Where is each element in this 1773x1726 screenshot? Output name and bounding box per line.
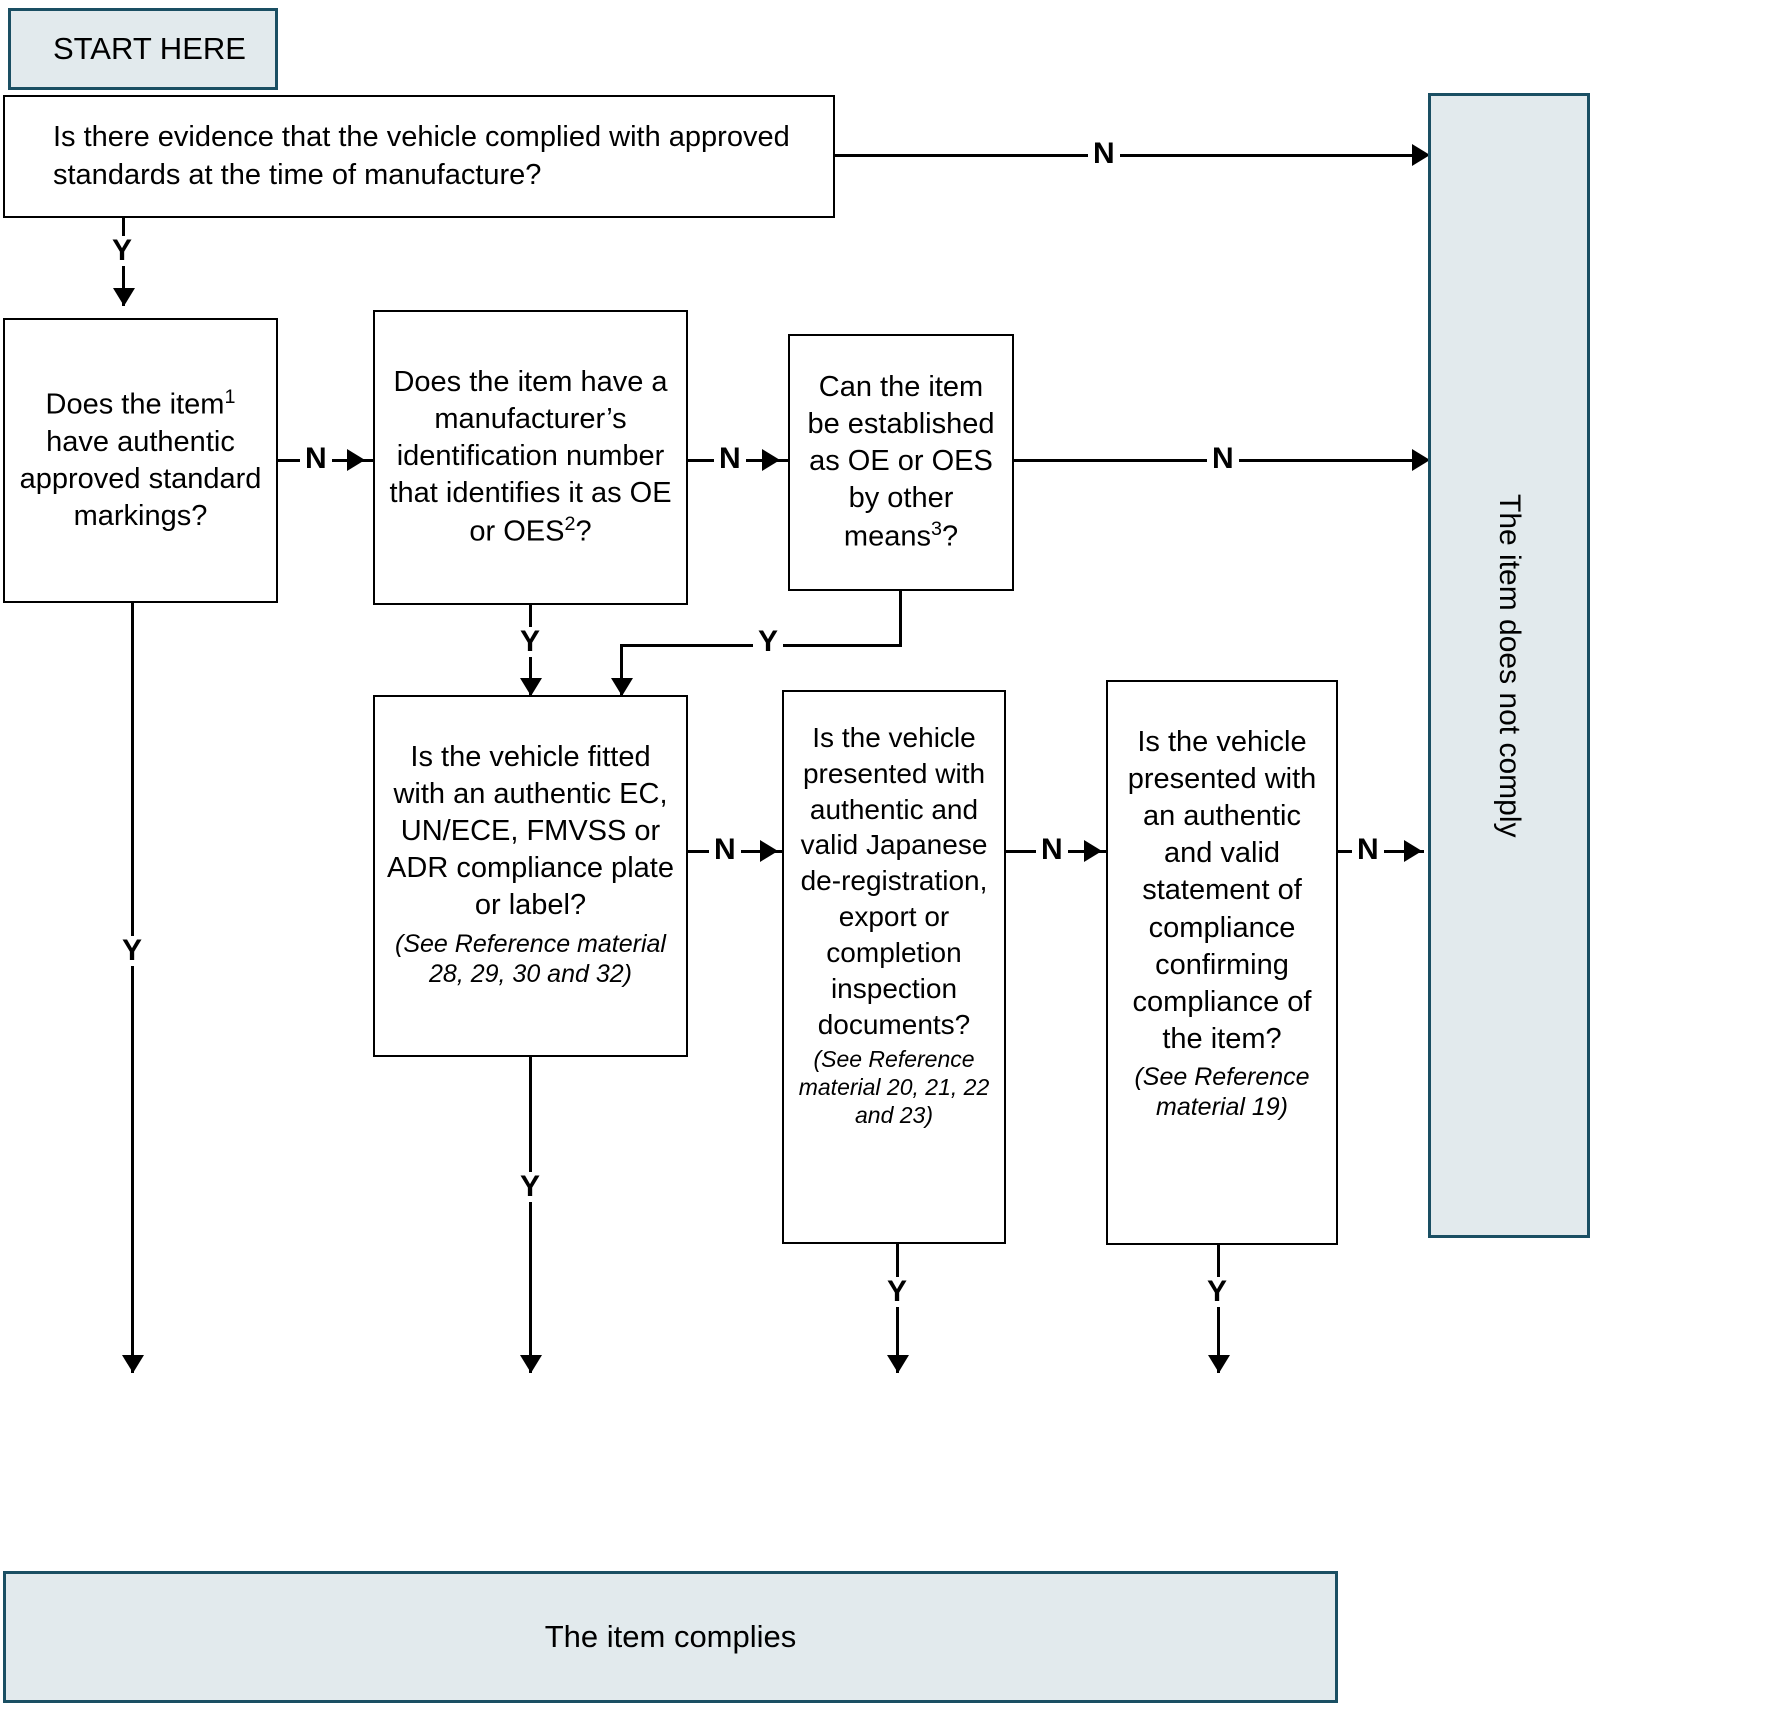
edge-q2-q4-line (529, 605, 532, 710)
edge-q5-pass-line (896, 1244, 899, 1373)
edge-label-q1-no: N (300, 444, 332, 474)
question-statement-of-compliance: Is the vehicle presented with an authent… (1106, 680, 1338, 1245)
edge-label-q6-yes: Y (1202, 1277, 1233, 1307)
terminal-item-does-not-comply-label: The item does not comply (1493, 493, 1527, 838)
question-japanese-documents: Is the vehicle presented with authentic … (782, 690, 1006, 1244)
edge-q4-pass-line (529, 1057, 532, 1373)
edge-q5-q6-arrowhead (1084, 840, 1102, 862)
footnote-marker-3: 3 (930, 518, 942, 541)
edge-q6-pass-line (1217, 1245, 1220, 1373)
question-evidence-at-manufacture-text: Is there evidence that the vehicle compl… (53, 121, 790, 191)
terminal-item-complies: The item complies (3, 1571, 1338, 1703)
footnote-marker-2: 2 (564, 513, 576, 536)
edge-label-q4-yes: Y (515, 1172, 546, 1202)
edge-q4-q5-arrowhead (760, 840, 778, 862)
edge-q3-q4-arrowhead (611, 678, 633, 696)
question-japanese-documents-reference: (See Reference material 20, 21, 22 and 2… (798, 1046, 990, 1128)
edge-q6-fail-arrowhead (1404, 840, 1422, 862)
start-here-label: START HERE (53, 31, 246, 67)
footnote-marker-1: 1 (224, 386, 236, 409)
question-manufacturer-id-number: Does the item have a manufacturer’s iden… (373, 310, 688, 605)
question-approved-standard-markings: Does the item1 have authentic approved s… (3, 318, 278, 603)
edge-label-q1-yes: Y (117, 936, 148, 966)
edge-label-q5-no: N (1036, 835, 1068, 865)
question-compliance-plate-or-label-text: Is the vehicle fitted with an authentic … (385, 739, 676, 989)
edge-label-q0-yes: Y (107, 236, 138, 266)
terminal-item-complies-label: The item complies (544, 1619, 797, 1655)
edge-label-q2-no: N (714, 444, 746, 474)
question-japanese-documents-main: Is the vehicle presented with authentic … (800, 722, 988, 1040)
edge-q1-pass-line (131, 603, 134, 1373)
edge-q0-q1-arrowhead (113, 288, 135, 306)
edge-label-q5-yes: Y (882, 1277, 913, 1307)
edge-q2-q3-arrowhead (762, 449, 780, 471)
question-compliance-plate-or-label-reference: (See Reference material 28, 29, 30 and 3… (395, 929, 666, 988)
edge-q5-pass-arrowhead (887, 1355, 909, 1373)
start-here-terminal: START HERE (8, 8, 278, 90)
edge-q3-q4-vline-b (620, 644, 623, 710)
question-statement-of-compliance-main: Is the vehicle presented with an authent… (1127, 726, 1317, 1055)
terminal-item-does-not-comply: The item does not comply (1428, 93, 1590, 1238)
edge-q1-q2-arrowhead (347, 449, 365, 471)
edge-q3-q4-vline-a (899, 591, 902, 647)
question-oe-oes-other-means: Can the item be established as OE or OES… (788, 334, 1014, 591)
question-oe-oes-other-means-text: Can the item be established as OE or OES… (807, 370, 995, 553)
question-compliance-plate-or-label-main: Is the vehicle fitted with an authentic … (387, 741, 674, 922)
edge-label-q0-no: N (1088, 139, 1120, 169)
edge-label-q3-yes: Y (753, 627, 784, 657)
question-compliance-plate-or-label: Is the vehicle fitted with an authentic … (373, 695, 688, 1057)
question-statement-of-compliance-reference: (See Reference material 19) (1134, 1062, 1310, 1121)
edge-q0-fail-arrowhead (1412, 144, 1430, 166)
question-approved-standard-markings-text: Does the item1 have authentic approved s… (19, 386, 262, 533)
edge-q3-fail-arrowhead (1412, 449, 1430, 471)
edge-label-q6-no: N (1352, 835, 1384, 865)
edge-q2-q4-arrowhead (520, 678, 542, 696)
edge-q4-pass-arrowhead (520, 1355, 542, 1373)
edge-q6-pass-arrowhead (1208, 1355, 1230, 1373)
question-japanese-documents-text: Is the vehicle presented with authentic … (794, 720, 994, 1129)
question-evidence-at-manufacture: Is there evidence that the vehicle compl… (3, 95, 835, 218)
edge-q1-pass-arrowhead (122, 1355, 144, 1373)
question-manufacturer-id-number-text: Does the item have a manufacturer’s iden… (389, 365, 672, 548)
question-statement-of-compliance-text: Is the vehicle presented with an authent… (1118, 724, 1326, 1122)
edge-label-q2-yes: Y (515, 627, 546, 657)
edge-label-q3-no: N (1207, 444, 1239, 474)
edge-q0-fail-line (833, 154, 1423, 157)
edge-label-q4-no: N (709, 835, 741, 865)
